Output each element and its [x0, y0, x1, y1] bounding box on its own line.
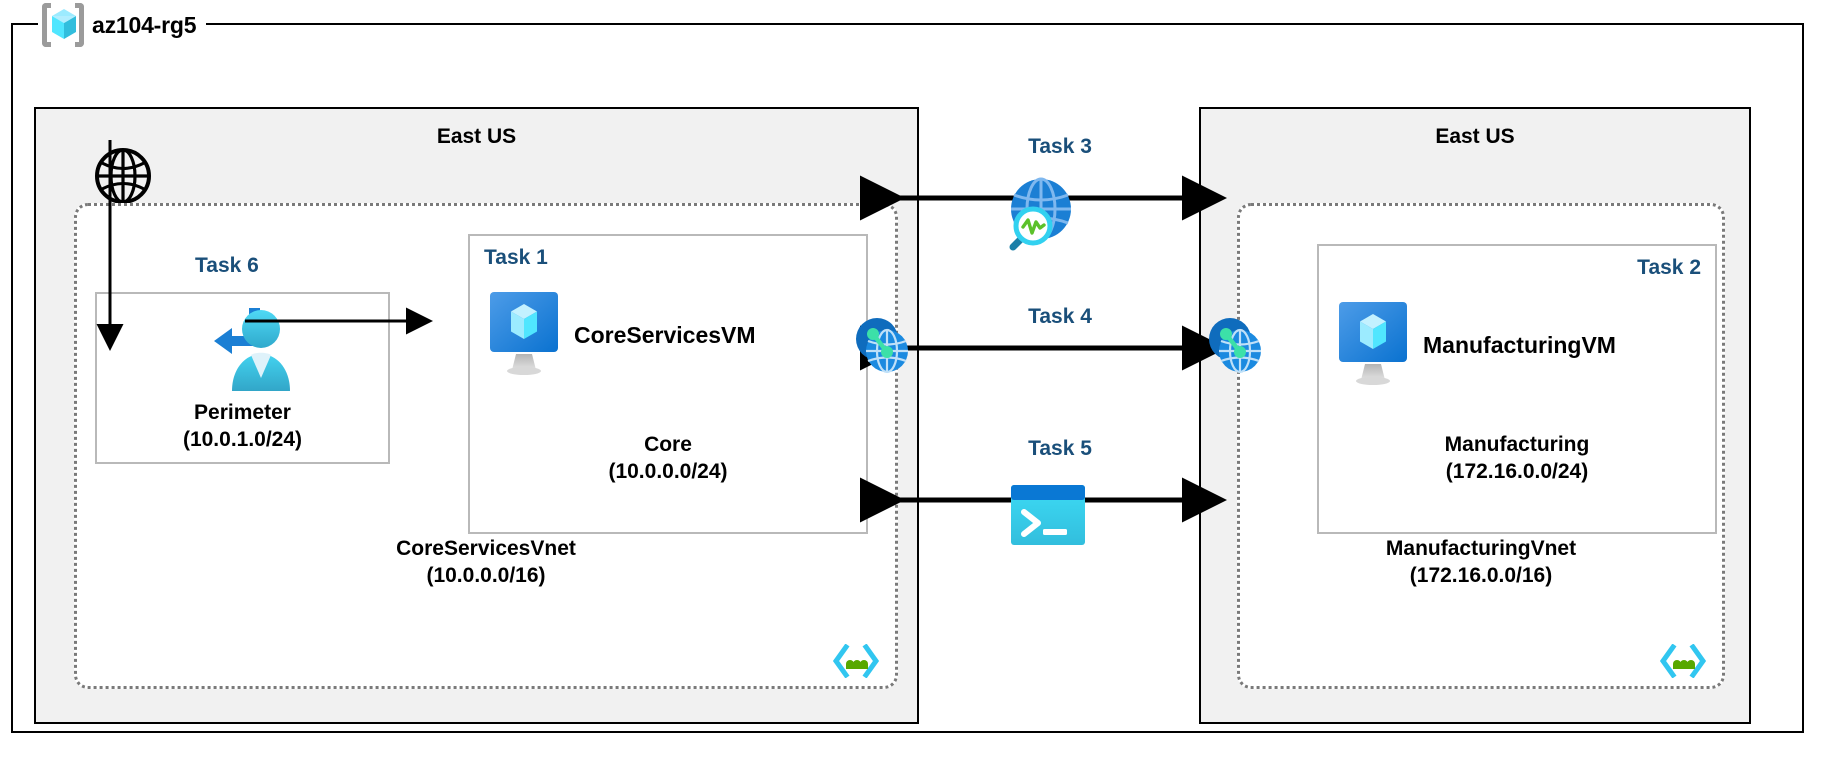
cloud-shell-icon [1011, 485, 1085, 550]
bastion-icon [202, 302, 298, 399]
subnet-code-icon [832, 643, 880, 679]
subnet-manufacturing-name: Manufacturing [1444, 433, 1590, 456]
region-title-right: East US [1435, 125, 1515, 148]
vm-manufacturing-name: ManufacturingVM [1423, 332, 1616, 358]
region-box-east-us-right: East US Task 2 [1199, 107, 1751, 724]
vnet-core-services-cidr: (10.0.0.0/16) [426, 563, 546, 587]
globe-icon [94, 147, 152, 210]
center-task-4: Task 4 [960, 305, 1160, 329]
region-title-left: East US [436, 125, 517, 148]
subnet-perimeter-cidr: (10.0.1.0/24) [182, 427, 303, 451]
subnet-code-icon [1659, 643, 1707, 679]
vnet-manufacturing-name: ManufacturingVnet [1385, 537, 1577, 560]
task-label-5: Task 5 [1028, 437, 1092, 460]
network-watcher-icon [995, 175, 1081, 262]
resource-group-header: az104-rg5 [38, 1, 207, 49]
subnet-manufacturing-cidr: (172.16.0.0/24) [1445, 459, 1589, 483]
resource-group-icon [42, 1, 84, 49]
region-box-east-us-left: East US Perimeter (10.0.1 [34, 107, 919, 724]
subnet-core-cidr: (10.0.0.0/24) [608, 459, 728, 483]
resource-group-name: az104-rg5 [92, 11, 197, 38]
task-label-2: Task 2 [1637, 256, 1701, 279]
subnet-perimeter-name: Perimeter [194, 401, 291, 424]
task-label-1: Task 1 [484, 246, 548, 269]
vnet-core-services: Perimeter (10.0.1.0/24) [74, 203, 898, 689]
center-task-3: Task 3 [960, 135, 1160, 159]
vnet-manufacturing-cidr: (172.16.0.0/16) [1409, 563, 1553, 587]
resource-group-frame: az104-rg5 East US [11, 2, 1804, 733]
task-label-6: Task 6 [195, 254, 259, 277]
vnet-manufacturing: Task 2 [1237, 203, 1725, 689]
virtual-machine-icon [1337, 300, 1409, 391]
center-task-5: Task 5 [960, 437, 1160, 461]
vm-core-services-name: CoreServicesVM [574, 322, 756, 348]
vnet-manufacturing-label: ManufacturingVnet (172.16.0.0/16) [1240, 536, 1722, 590]
vnet-peering-icon-right [1206, 315, 1268, 377]
task-label-4: Task 4 [1028, 305, 1092, 328]
vnet-peering-icon-left [853, 315, 915, 377]
vnet-core-services-name: CoreServicesVnet [396, 537, 576, 560]
subnet-manufacturing: Task 2 [1317, 244, 1717, 534]
subnet-perimeter: Perimeter (10.0.1.0/24) [95, 292, 390, 464]
vm-manufacturing: ManufacturingVM [1337, 300, 1616, 391]
virtual-machine-icon [488, 290, 560, 381]
task-label-3: Task 3 [1028, 135, 1092, 158]
subnet-core: Task 1 [468, 234, 868, 534]
vm-core-services: CoreServicesVM [488, 290, 756, 381]
subnet-core-name: Core [644, 433, 692, 456]
vnet-core-services-label: CoreServicesVnet (10.0.0.0/16) [77, 536, 895, 590]
